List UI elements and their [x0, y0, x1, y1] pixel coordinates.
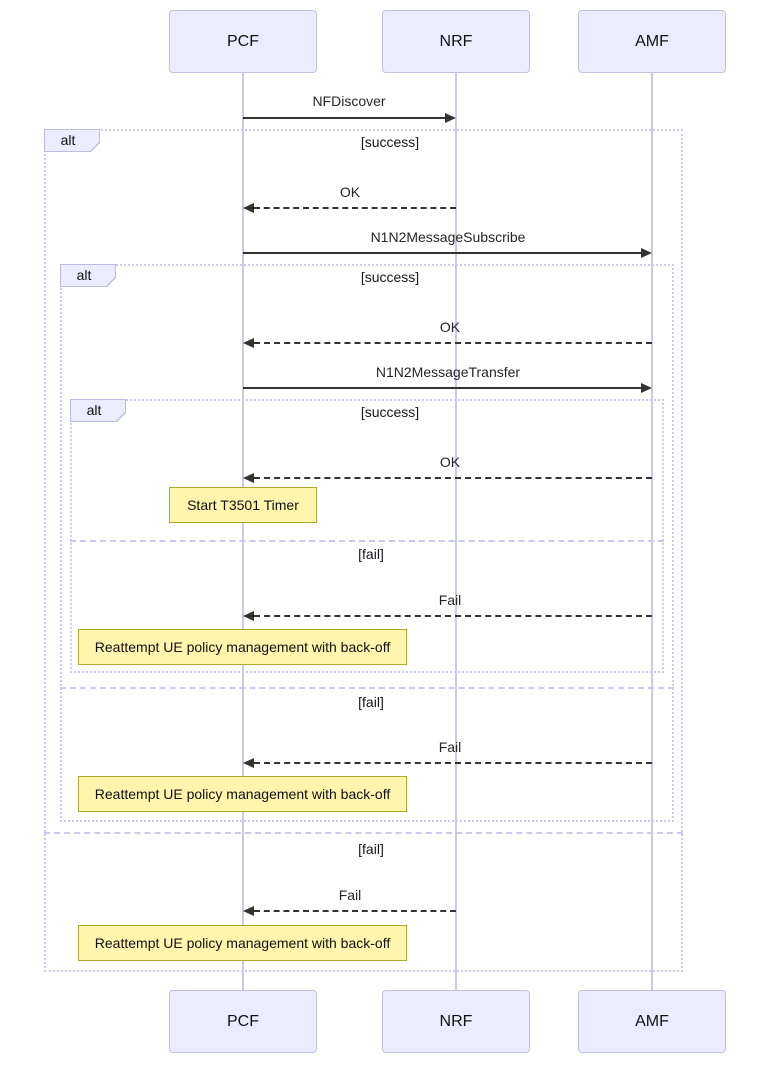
message-label: Fail	[438, 739, 462, 755]
actor-pcf-top: PCF	[169, 10, 317, 73]
message-label: N1N2MessageSubscribe	[370, 229, 526, 245]
note-reattempt-3: Reattempt UE policy management with back…	[78, 925, 407, 961]
message-label: Fail	[438, 592, 462, 608]
lifeline-nrf	[455, 73, 457, 990]
alt-badge-label: alt	[60, 131, 76, 148]
alt-frame-outer	[44, 129, 683, 972]
section-label-success-outer: [success]	[360, 134, 420, 150]
arrowhead-left-icon	[243, 906, 254, 916]
arrowhead-right-icon	[445, 113, 456, 123]
arrowhead-right-icon	[641, 383, 652, 393]
message-line	[254, 910, 456, 912]
message-line	[254, 615, 652, 617]
arrowhead-left-icon	[243, 473, 254, 483]
message-line	[254, 207, 456, 209]
alt-badge-fill	[45, 130, 99, 151]
actor-label: NRF	[439, 32, 473, 50]
section-label-fail-inner: [fail]	[358, 546, 384, 562]
alt-badge-label: alt	[86, 401, 102, 418]
note-reattempt-2: Reattempt UE policy management with back…	[78, 776, 407, 812]
arrowhead-left-icon	[243, 203, 254, 213]
actor-nrf-bottom: NRF	[382, 990, 530, 1053]
arrowhead-left-icon	[243, 611, 254, 621]
alt-badge-fill	[71, 400, 125, 421]
message-line	[254, 762, 652, 764]
actor-pcf-bottom: PCF	[169, 990, 317, 1053]
alt-frame-middle	[60, 264, 674, 822]
actor-amf-bottom: AMF	[578, 990, 726, 1053]
message-label: N1N2MessageTransfer	[375, 364, 521, 380]
alt-badge-fill	[61, 265, 115, 286]
actor-label: AMF	[635, 32, 669, 50]
lifeline-amf	[651, 73, 653, 990]
alt-divider-middle	[60, 687, 674, 689]
message-label: NFDiscover	[312, 93, 386, 109]
message-line	[243, 387, 641, 389]
message-label: OK	[439, 454, 461, 470]
message-line	[254, 477, 652, 479]
alt-divider-inner	[70, 540, 664, 542]
message-line	[243, 117, 445, 119]
section-label-success-inner: [success]	[360, 404, 420, 420]
section-label-fail-outer: [fail]	[358, 841, 384, 857]
alt-badge-outer: alt	[44, 129, 100, 152]
arrowhead-right-icon	[641, 248, 652, 258]
note-reattempt-1: Reattempt UE policy management with back…	[78, 629, 407, 665]
actor-label: PCF	[227, 32, 259, 50]
message-line	[254, 342, 652, 344]
message-line	[243, 252, 641, 254]
actor-label: PCF	[227, 1012, 259, 1030]
actor-label: NRF	[439, 1012, 473, 1030]
actor-nrf-top: NRF	[382, 10, 530, 73]
alt-badge-label: alt	[76, 266, 92, 283]
actor-label: AMF	[635, 1012, 669, 1030]
alt-badge-inner: alt	[70, 399, 126, 422]
alt-frame-inner	[70, 399, 664, 673]
note-start-t3501-timer: Start T3501 Timer	[169, 487, 317, 523]
section-label-success-middle: [success]	[360, 269, 420, 285]
arrowhead-left-icon	[243, 338, 254, 348]
arrowhead-left-icon	[243, 758, 254, 768]
message-label: OK	[439, 319, 461, 335]
alt-divider-outer	[44, 832, 683, 834]
message-label: OK	[339, 184, 361, 200]
section-label-fail-middle: [fail]	[358, 694, 384, 710]
lifeline-pcf	[242, 73, 244, 990]
alt-badge-middle: alt	[60, 264, 116, 287]
actor-amf-top: AMF	[578, 10, 726, 73]
message-label: Fail	[338, 887, 362, 903]
